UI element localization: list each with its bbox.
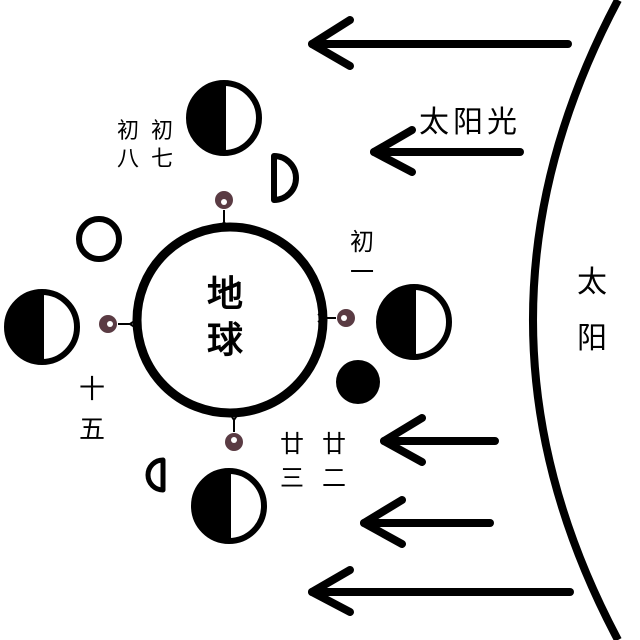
arrow-left-icon	[360, 496, 494, 548]
arrow-left-icon	[370, 126, 524, 176]
person-icon	[225, 413, 243, 451]
observers	[99, 191, 355, 451]
moon-phase-icon	[76, 216, 122, 262]
earth-label-char-2: 球	[207, 320, 244, 361]
sunlight-label: 太阳光	[419, 105, 521, 140]
person-icon	[99, 315, 137, 333]
person-icon	[215, 191, 233, 229]
label-chu-ba-1: 初	[117, 119, 139, 144]
label-chu-qi-1: 初	[151, 119, 173, 144]
sun-label-char-2: 阳	[577, 321, 607, 356]
moon-phase-icon	[145, 457, 166, 493]
label-nian-san-2: 三	[280, 464, 304, 492]
label-chu-ba-2: 八	[117, 147, 139, 172]
sun-label-char-1: 太	[577, 265, 607, 300]
moon-phase-icon	[336, 360, 380, 404]
label-shi-wu-1: 十	[79, 375, 105, 405]
earth	[132, 222, 328, 418]
moon-orbit-left	[4, 289, 80, 365]
label-chu-qi-2: 七	[151, 147, 173, 172]
arrow-left-icon	[308, 566, 574, 616]
arrow-left-icon	[380, 414, 499, 466]
label-nian-er-1: 廿	[322, 430, 346, 458]
label-nian-er-2: 二	[322, 464, 346, 492]
arrow-left-icon	[308, 16, 572, 70]
moon-phase-icon	[271, 153, 299, 203]
label-chu-yi-1: 初	[350, 228, 374, 256]
sun-arc	[529, 0, 622, 640]
moon-orbit-right	[376, 284, 452, 360]
label-shi-wu-2: 五	[79, 415, 105, 445]
label-chu-yi-2: 一	[350, 258, 374, 286]
label-nian-san-1: 廿	[280, 430, 304, 458]
person-icon	[317, 309, 355, 327]
sunlight-arrows	[308, 16, 574, 616]
earth-label-char-1: 地	[207, 274, 243, 315]
moon-orbit-bottom	[191, 468, 267, 544]
moon-orbit-top	[186, 80, 262, 156]
